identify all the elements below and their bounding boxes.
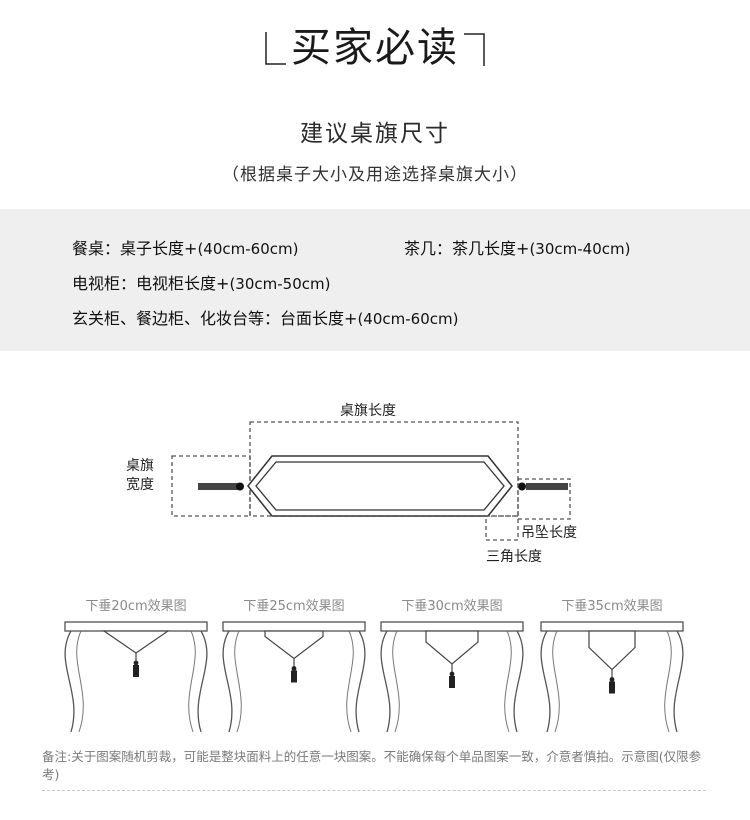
table-1-leg-right (197, 630, 208, 733)
table-2-leg-right-inner (346, 630, 354, 733)
length-box (249, 421, 519, 517)
example-2-caption: 下垂25cm效果图 (243, 599, 344, 614)
pendant-label: 吊坠长度 (521, 525, 577, 541)
table-1-leg-right-inner (188, 630, 196, 733)
table-3-runner (425, 630, 479, 665)
table-2-runner (264, 630, 324, 660)
table-3-tassel-knot-icon (449, 671, 455, 677)
table-2-leg-left (222, 630, 233, 733)
table-1-runner (102, 630, 170, 654)
size-dining-label: 餐桌： (72, 239, 121, 258)
size-tv: 电视柜：电视柜长度+(30cm-50cm) (72, 270, 330, 294)
runner-inner-border (255, 461, 505, 511)
table-4-leg-left (540, 630, 551, 733)
size-tv-formula: 电视柜长度+ (136, 274, 230, 293)
table-4-tassel-knot-icon (609, 677, 615, 682)
right-tassel-icon (526, 483, 568, 490)
table-4-tassel-icon (609, 681, 615, 694)
table-4-runner (588, 630, 636, 671)
size-tea-formula: 茶几长度+ (452, 239, 530, 258)
size-dining: 餐桌：桌子长度+(40cm-60cm) (72, 235, 298, 259)
size-dining-formula: 桌子长度+ (120, 239, 198, 258)
length-label: 桌旗长度 (340, 403, 396, 419)
page-title: 买家必读 (291, 25, 459, 71)
header-frame (265, 32, 485, 66)
table-3-leg-right-inner (504, 630, 512, 733)
table-2-leg-left-inner (234, 630, 242, 733)
size-cabinet-range: (40cm-60cm) (357, 310, 459, 328)
width-label-2: 宽度 (126, 476, 154, 493)
size-panel: 餐桌：桌子长度+(40cm-60cm) 茶几：茶几长度+(30cm-40cm) … (0, 209, 750, 351)
size-tea: 茶几：茶几长度+(30cm-40cm) (404, 235, 630, 259)
table-1-leg-left (64, 630, 75, 733)
table-4-leg-right (673, 630, 684, 733)
width-label-1: 桌旗 (126, 458, 154, 474)
table-3-tassel-icon (449, 676, 455, 688)
table-3-leg-left (380, 630, 391, 733)
disclaimer: 备注:关于图案随机剪裁，可能是整块面料上的任意一块图案。不能确保每个单品图案一致… (42, 749, 702, 782)
size-cabinet: 玄关柜、餐边柜、化妆台等：台面长度+(40cm-60cm) (72, 305, 458, 329)
header: 买家必读 (262, 18, 488, 80)
table-1-tassel-knot-icon (133, 660, 139, 666)
pendant-box (517, 478, 571, 520)
size-tv-range: (30cm-50cm) (229, 275, 331, 293)
table-4-leg-right-inner (664, 630, 672, 733)
runner-outline (247, 455, 513, 517)
drop-examples: 下垂20cm效果图 下垂25cm效果图 下垂30cm效果图 下垂35cm效果图 (64, 599, 684, 733)
table-3-leg-left-inner (392, 630, 400, 733)
divider (42, 790, 706, 791)
left-tassel-icon (198, 483, 238, 490)
table-1-leg-left-inner (76, 630, 84, 733)
table-2-tassel-knot-icon (291, 666, 297, 671)
size-cabinet-formula: 台面长度+ (280, 309, 358, 328)
example-4-caption: 下垂35cm效果图 (561, 599, 662, 614)
table-2-leg-right (355, 630, 366, 733)
triangle-box (485, 515, 519, 541)
table-3-top (380, 621, 524, 632)
table-1-top (64, 621, 208, 632)
table-4-top (540, 621, 684, 632)
section-note: （根据桌子大小及用途选择桌旗大小） (222, 165, 528, 185)
left-knot-icon (236, 482, 244, 491)
example-1-caption: 下垂20cm效果图 (85, 599, 186, 614)
runner-diagram: 桌旗长度 桌旗 宽度 吊坠长度 三角长度 (126, 403, 577, 565)
table-2-tassel-icon (291, 670, 297, 683)
size-cabinet-label: 玄关柜、餐边柜、化妆台等： (72, 309, 281, 328)
example-3-caption: 下垂30cm效果图 (401, 599, 502, 614)
size-dining-range: (40cm-60cm) (197, 240, 299, 258)
right-knot-icon (518, 482, 526, 491)
table-3-leg-right (513, 630, 524, 733)
table-1-tassel-icon (133, 665, 139, 677)
table-4-leg-left-inner (552, 630, 560, 733)
section-subtitle: 建议桌旗尺寸 (300, 121, 450, 147)
size-tea-label: 茶几： (404, 239, 453, 258)
triangle-label: 三角长度 (486, 549, 542, 565)
table-2-top (222, 621, 366, 632)
size-tea-range: (30cm-40cm) (529, 240, 631, 258)
size-tv-label: 电视柜： (72, 274, 137, 293)
